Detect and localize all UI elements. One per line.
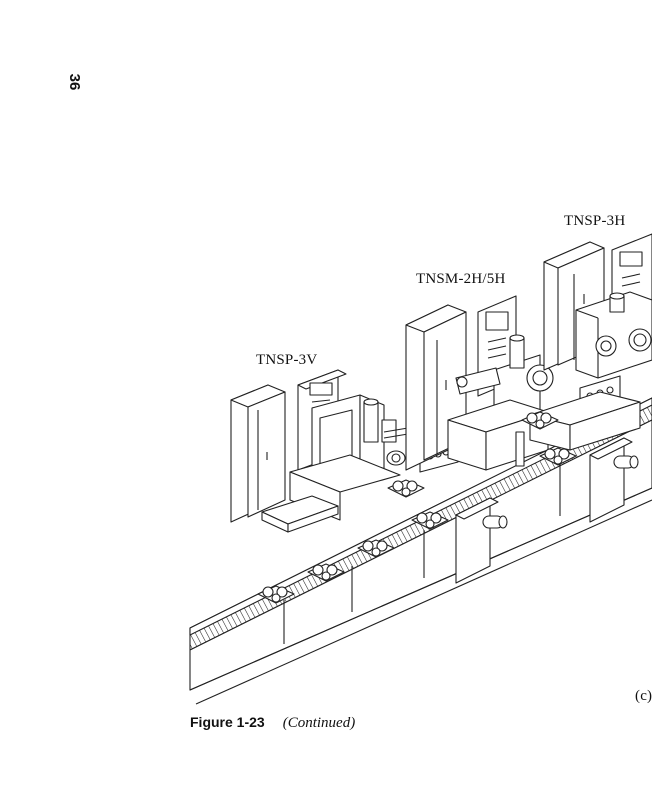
transfer-station-2: [589, 437, 639, 523]
figure-caption: Figure 1-23 (Continued): [190, 714, 355, 732]
machine-label-tnsp-3h: TNSP-3H: [564, 213, 626, 229]
workpiece-6: [539, 447, 577, 466]
figure-number: Figure 1-23: [190, 714, 265, 730]
workpiece-5: [387, 479, 425, 498]
workpiece-7: [521, 411, 559, 430]
sub-figure-label: (c): [635, 688, 652, 704]
workpiece-4: [411, 511, 449, 530]
tnsp-3h-machine: [529, 233, 652, 451]
tnsm-machine: [405, 295, 554, 471]
workpiece-2: [307, 563, 345, 582]
workpiece-1: [257, 585, 295, 604]
machine-label-tnsm: TNSM-2H/5H: [416, 271, 506, 287]
workpiece-3: [357, 539, 395, 558]
transfer-station-1: [455, 497, 508, 584]
machine-label-tnsp-3v: TNSP-3V: [256, 352, 318, 368]
caption-text: (Continued): [282, 715, 356, 731]
